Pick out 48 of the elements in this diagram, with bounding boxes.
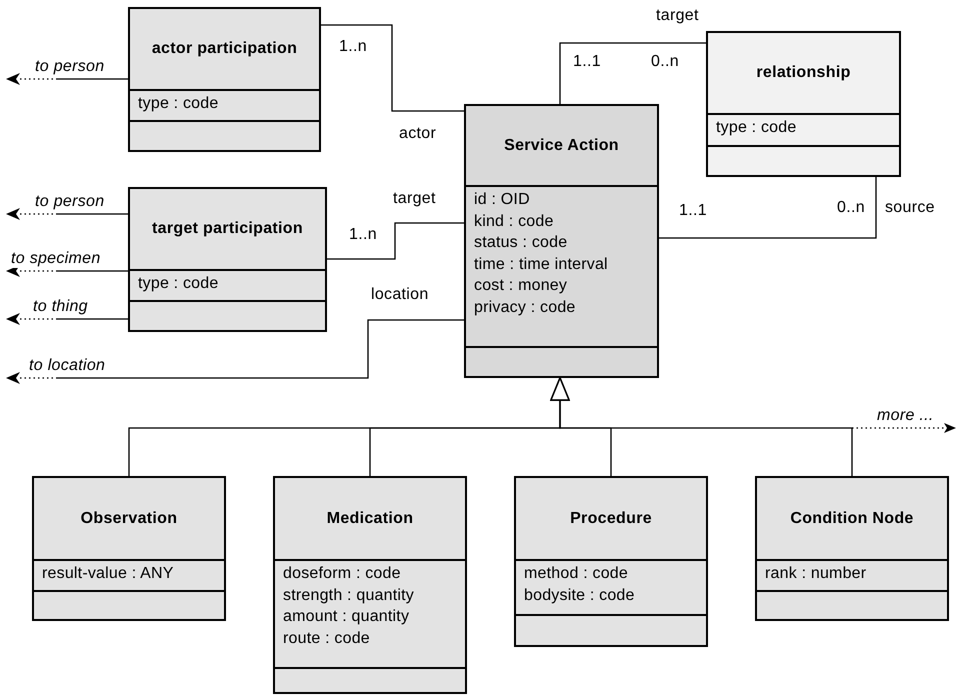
class-box (464, 104, 659, 378)
edge-label: to thing (32, 298, 89, 316)
class-box (706, 31, 901, 177)
role-label: target (392, 190, 437, 208)
attribute-text: kind : code (474, 212, 555, 232)
class-name: Procedure (570, 510, 652, 528)
attribute-text: amount : quantity (283, 607, 410, 627)
class-name: target participation (152, 220, 303, 238)
class-box (128, 7, 321, 152)
class-box (514, 476, 708, 647)
generalization-arrow (550, 377, 853, 476)
role-label: target (655, 7, 700, 25)
edge-label: to person (34, 193, 106, 211)
class-name: Condition Node (790, 510, 914, 528)
attribute-text: cost : money (474, 276, 568, 296)
class-box (755, 476, 949, 621)
attribute-text: status : code (474, 233, 568, 253)
class-box (273, 476, 467, 694)
association-line (659, 177, 877, 239)
class-name: actor participation (152, 40, 298, 58)
navigation-arrow (6, 319, 464, 384)
attribute-text: type : code (716, 118, 798, 138)
attribute-text: result-value : ANY (42, 564, 175, 584)
class-box (128, 187, 327, 332)
attribute-text: route : code (283, 628, 371, 648)
edge-label: to specimen (10, 250, 102, 268)
attribute-text: rank : number (765, 564, 868, 584)
attribute-text: time : time interval (474, 254, 609, 274)
association-line (327, 222, 464, 260)
association-line (321, 24, 464, 112)
navigation-arrow (6, 73, 128, 85)
attribute-text: id : OID (474, 190, 531, 210)
attribute-text: method : code (524, 564, 629, 584)
attribute-text: bodysite : code (524, 586, 636, 606)
class-box (32, 476, 226, 621)
attribute-text: type : code (138, 274, 220, 294)
attribute-text: doseform : code (283, 564, 402, 584)
attribute-text: privacy : code (474, 298, 577, 318)
class-name: Medication (326, 510, 414, 528)
association-line (559, 42, 706, 104)
navigation-arrow (6, 208, 128, 220)
navigation-arrow (6, 313, 128, 325)
attribute-text: strength : quantity (283, 586, 415, 606)
edge-label: to person (34, 58, 106, 76)
class-name: Service Action (504, 136, 619, 154)
class-name: relationship (756, 64, 851, 82)
attribute-text: type : code (138, 94, 220, 114)
class-name: Observation (80, 510, 178, 528)
